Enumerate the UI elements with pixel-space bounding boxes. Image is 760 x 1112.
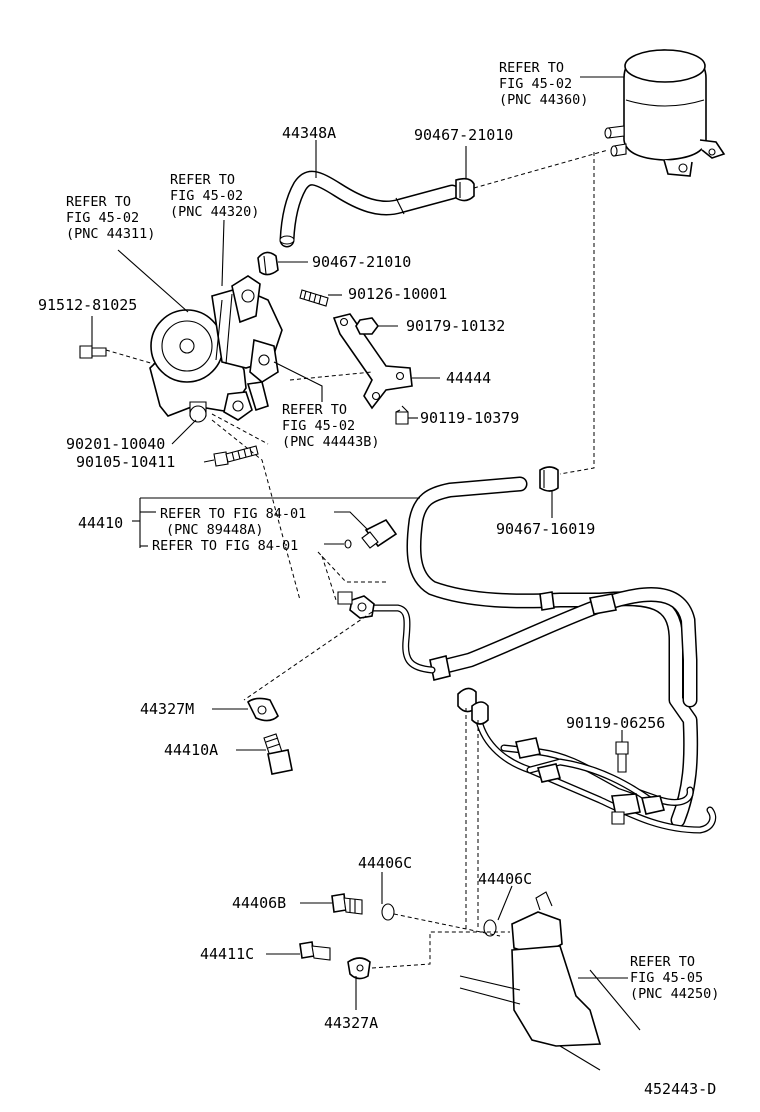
gasket-44406C-b[interactable] (483, 919, 497, 937)
part-label-90105-10411: 90105-10411 (76, 453, 175, 471)
svg-text:REFER TO: REFER TO (66, 194, 131, 210)
pressure-hose-44410[interactable] (337, 476, 699, 828)
dashed-guide-lines (105, 149, 609, 969)
return-tube-assembly[interactable] (457, 687, 717, 834)
svg-text:(PNC 89448A): (PNC 89448A) (166, 522, 264, 538)
part-label-44327A: 44327A (324, 1014, 378, 1032)
power-steering-pump[interactable] (149, 275, 283, 423)
hose-clamp-mid[interactable] (257, 251, 279, 276)
part-label-90467-16019: 90467-16019 (496, 520, 595, 538)
reference-label-bracket: REFER TO FIG 45-02 (PNC 44443B) (282, 402, 380, 450)
svg-text:FIG 45-05: FIG 45-05 (630, 970, 703, 986)
hose-clamp-90467-16019[interactable] (539, 466, 559, 492)
pressure-switch[interactable] (344, 518, 398, 549)
part-label-44411C: 44411C (200, 945, 254, 963)
part-label-44406B: 44406B (232, 894, 286, 912)
bolt-90105-10411[interactable] (213, 445, 259, 467)
svg-text:(PNC 44443B): (PNC 44443B) (282, 434, 380, 450)
svg-text:REFER TO FIG 84-01: REFER TO FIG 84-01 (152, 538, 298, 554)
part-label-90467-21010-top: 90467-21010 (414, 126, 513, 144)
part-label-91512-81025: 91512-81025 (38, 296, 137, 314)
diagram-id: 452443-D (644, 1080, 716, 1098)
part-label-90467-21010: 90467-21010 (312, 253, 411, 271)
part-label-90119-10379: 90119-10379 (420, 409, 519, 427)
suction-hose-44348A[interactable] (279, 170, 460, 248)
part-label-44406C-a: 44406C (358, 854, 412, 872)
svg-text:(PNC 44320): (PNC 44320) (170, 204, 259, 220)
bolt-90119-10379[interactable] (395, 405, 409, 425)
svg-text:FIG 45-02: FIG 45-02 (170, 188, 243, 204)
nut-90179-10132[interactable] (355, 317, 379, 335)
clip-44327A[interactable] (347, 957, 371, 980)
reference-label-gear: REFER TO FIG 45-05 (PNC 44250) (630, 954, 719, 1002)
part-label-44410: 44410 (78, 514, 123, 532)
svg-text:REFER TO: REFER TO (282, 402, 347, 418)
reservoir-tank[interactable] (604, 49, 726, 177)
svg-text:FIG 45-02: FIG 45-02 (66, 210, 139, 226)
svg-text:(PNC 44311): (PNC 44311) (66, 226, 155, 242)
svg-text:REFER TO FIG 84-01: REFER TO FIG 84-01 (160, 506, 306, 522)
svg-text:REFER TO: REFER TO (499, 60, 564, 76)
bracket-44444[interactable] (332, 313, 413, 410)
part-label-44406C-b: 44406C (478, 870, 532, 888)
part-label-44410A: 44410A (164, 741, 218, 759)
svg-text:REFER TO: REFER TO (170, 172, 235, 188)
svg-text:FIG 45-02: FIG 45-02 (282, 418, 355, 434)
part-label-90201-10040: 90201-10040 (66, 435, 165, 453)
reference-label-pump: REFER TO FIG 45-02 (PNC 44311) (66, 194, 155, 242)
part-label-44444: 44444 (446, 369, 491, 387)
part-label-90179-10132: 90179-10132 (406, 317, 505, 335)
leader-lines (91, 76, 628, 1010)
union-bolt-44410A[interactable] (263, 733, 293, 775)
svg-text:(PNC 44250): (PNC 44250) (630, 986, 719, 1002)
svg-text:(PNC 44360): (PNC 44360) (499, 92, 588, 108)
part-label-44348A: 44348A (282, 124, 336, 142)
part-label-44327M: 44327M (140, 700, 194, 718)
clip-44327M[interactable] (246, 697, 279, 722)
part-label-90126-10001: 90126-10001 (348, 285, 447, 303)
gasket-44406C-a[interactable] (381, 903, 395, 921)
stud-bolt-90126-10001[interactable] (299, 289, 329, 307)
svg-text:FIG 45-02: FIG 45-02 (499, 76, 572, 92)
union-bolt-44411C[interactable] (299, 941, 331, 961)
steering-gear[interactable] (459, 891, 641, 1071)
bolt-90119-06256[interactable] (615, 741, 629, 773)
reference-label-reservoir: REFER TO FIG 45-02 (PNC 44360) (499, 60, 588, 108)
reference-label-pump-body: REFER TO FIG 45-02 (PNC 44320) (170, 172, 259, 220)
svg-text:REFER TO: REFER TO (630, 954, 695, 970)
bolt-91512-81025[interactable] (79, 345, 107, 359)
part-label-90119-06256: 90119-06256 (566, 714, 665, 732)
union-bolt-44406B[interactable] (331, 893, 363, 915)
hose-clamp-upper[interactable] (455, 177, 475, 202)
reference-label-switch: REFER TO FIG 84-01 (PNC 89448A) REFER TO… (152, 506, 306, 554)
